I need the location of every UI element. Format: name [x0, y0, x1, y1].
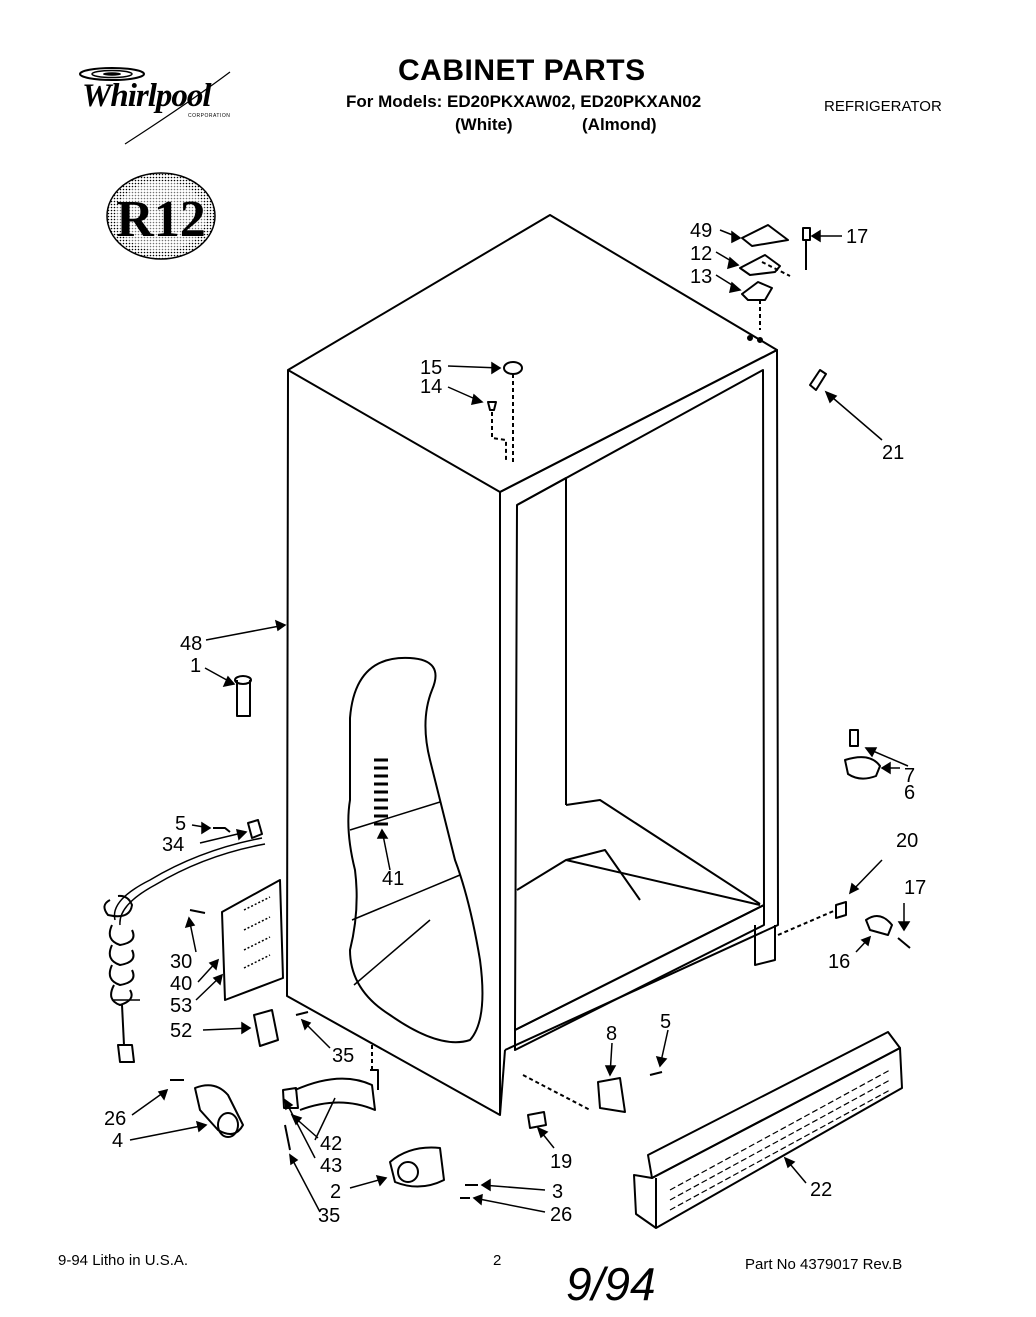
r12-badge: R12 [106, 172, 216, 260]
callout-5-right: 5 [660, 1011, 671, 1033]
callout-42: 42 [320, 1133, 342, 1155]
part-13-shape [741, 281, 773, 301]
variant-almond-label: (Almond) [582, 115, 657, 134]
callout-19: 19 [550, 1151, 572, 1173]
callout-26-right: 26 [550, 1204, 572, 1226]
callout-2: 2 [330, 1181, 341, 1203]
part-12-shape [739, 254, 781, 276]
footer-litho: 9-94 Litho in U.S.A. [58, 1252, 189, 1269]
footer-page-number: 2 [493, 1252, 502, 1269]
cabinet-front-opening [514, 369, 765, 1031]
callout-13: 13 [690, 266, 712, 288]
callout-35-upper: 35 [332, 1045, 354, 1067]
callout-49: 49 [690, 220, 712, 242]
callout-1: 1 [190, 655, 201, 677]
grille-body [633, 1047, 903, 1229]
callout-35-lower: 35 [318, 1205, 340, 1227]
callout-21: 21 [882, 442, 904, 464]
callout-12: 12 [690, 243, 712, 265]
callout-5-left: 5 [175, 813, 186, 835]
callout-48: 48 [180, 633, 202, 655]
callout-41: 41 [382, 868, 404, 890]
cabinet-front-frame [499, 349, 779, 1051]
callout-52: 52 [170, 1020, 192, 1042]
callout-4: 4 [112, 1130, 123, 1152]
callout-30: 30 [170, 951, 192, 973]
callout-22: 22 [810, 1179, 832, 1201]
cabinet-left-side [286, 369, 501, 1116]
callout-34: 34 [162, 834, 184, 856]
part-4-roller [194, 1084, 244, 1135]
callout-6: 6 [904, 782, 915, 804]
callout-14: 14 [420, 376, 442, 398]
cabinet-cutaway [347, 656, 484, 1044]
callout-7: 7 [904, 765, 915, 787]
callout-43: 43 [320, 1155, 342, 1177]
whirlpool-logo [79, 67, 231, 145]
electrical-box [221, 879, 284, 1001]
callout-16: 16 [828, 951, 850, 973]
badge-text: R12 [116, 191, 206, 248]
callout-26-left: 26 [104, 1108, 126, 1130]
callout-53: 53 [170, 995, 192, 1017]
page-title: CABINET PARTS [398, 54, 646, 87]
callout-20: 20 [896, 830, 918, 852]
logo-wordmark: Whirlpool [82, 78, 212, 114]
handwritten-date: 9/94 [566, 1258, 656, 1310]
footer-part-number: Part No 4379017 Rev.B [745, 1256, 903, 1273]
callout-17-right: 17 [904, 877, 926, 899]
models-line: For Models: ED20PKXAW02, ED20PKXAN02 [346, 92, 702, 111]
callout-3: 3 [552, 1181, 563, 1203]
logo-subtitle: CORPORATION [188, 113, 231, 119]
callout-8: 8 [606, 1023, 617, 1045]
category-label: REFRIGERATOR [824, 98, 942, 115]
callout-15: 15 [420, 357, 442, 379]
callout-40: 40 [170, 973, 192, 995]
callout-17: 17 [846, 226, 868, 248]
part-2-leveler [389, 1146, 445, 1188]
part-49-shape [741, 224, 789, 247]
variant-white-label: (White) [455, 115, 513, 134]
